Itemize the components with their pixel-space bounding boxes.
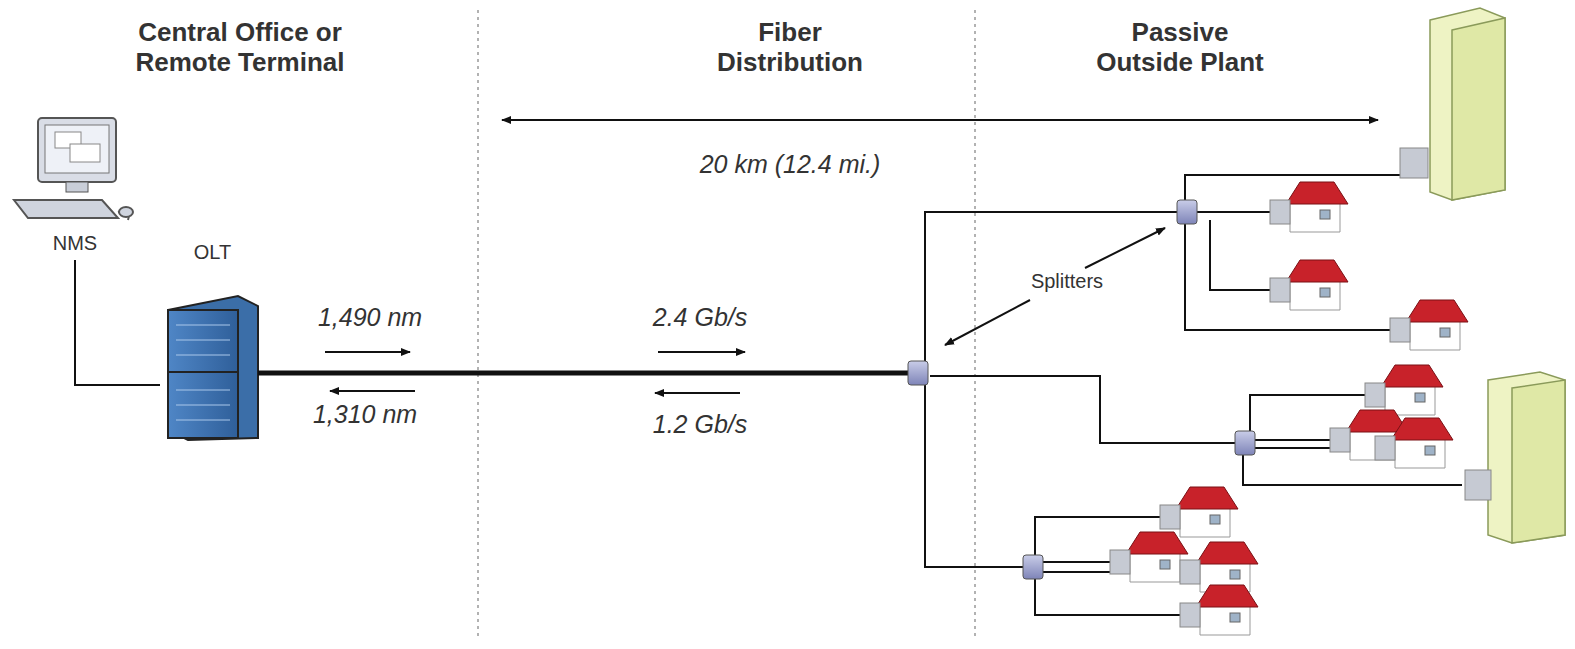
rate-label: 1.2 Gb/s bbox=[630, 410, 770, 439]
distance-arrow bbox=[502, 119, 1378, 121]
leader-arrow bbox=[945, 300, 1030, 345]
divider bbox=[477, 10, 479, 640]
region-heading: Central Office or Remote Terminal bbox=[110, 18, 370, 78]
rate-label: 2.4 Gb/s bbox=[630, 303, 770, 332]
wavelength-label: 1,490 nm bbox=[300, 303, 440, 332]
node-label: NMS bbox=[10, 232, 140, 255]
region-heading: Passive Outside Plant bbox=[1080, 18, 1280, 78]
direction-arrow bbox=[658, 351, 745, 353]
drop-fibers bbox=[925, 175, 1462, 615]
direction-arrow bbox=[330, 390, 415, 392]
houses bbox=[1110, 182, 1468, 635]
node-label: OLT bbox=[160, 241, 265, 264]
direction-arrow bbox=[655, 392, 740, 394]
computer-icon bbox=[14, 118, 133, 220]
building bbox=[1400, 8, 1505, 200]
wavelength-label: 1,310 nm bbox=[290, 400, 440, 429]
divider bbox=[974, 10, 976, 640]
leader-arrow bbox=[1085, 228, 1165, 268]
splitters bbox=[908, 200, 1255, 579]
distance-label: 20 km (12.4 mi.) bbox=[640, 150, 940, 179]
trunk-fiber bbox=[258, 371, 912, 376]
region-heading: Fiber Distribution bbox=[690, 18, 890, 78]
olt-cabinet bbox=[168, 296, 258, 440]
nms-station: NMS bbox=[10, 110, 140, 260]
building bbox=[1465, 372, 1565, 543]
olt-unit: OLT bbox=[160, 235, 265, 443]
direction-arrow bbox=[325, 351, 410, 353]
management-link bbox=[75, 260, 160, 385]
callout-label: Splitters bbox=[1010, 270, 1124, 293]
